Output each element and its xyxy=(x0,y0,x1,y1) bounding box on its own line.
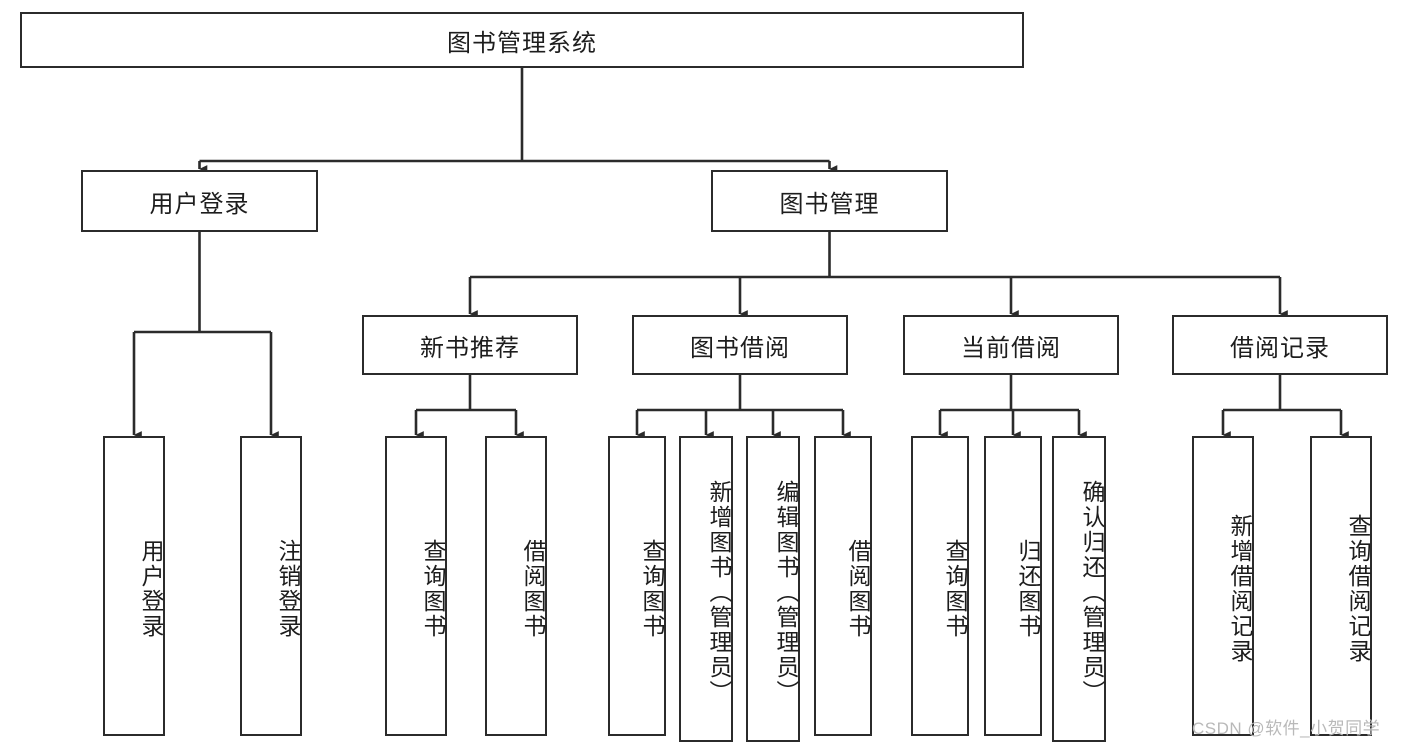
leaf-rec-query-book[interactable]: 查询图书 xyxy=(385,436,447,736)
leaf-return-book-label: 归还图书 xyxy=(1015,539,1041,639)
leaf-query-borrow-record[interactable]: 查询借阅记录 xyxy=(1310,436,1372,736)
leaf-cur-query-book[interactable]: 查询图书 xyxy=(911,436,969,736)
node-current-borrow-label: 当前借阅 xyxy=(961,334,1061,362)
node-borrow-record[interactable]: 借阅记录 xyxy=(1172,315,1388,375)
leaf-borrow-query-book-label: 查询图书 xyxy=(639,539,665,639)
leaf-query-borrow-record-label: 查询借阅记录 xyxy=(1345,514,1371,664)
leaf-add-book-admin-label: 新增图书（管理员） xyxy=(706,479,732,705)
leaf-user-login[interactable]: 用户登录 xyxy=(103,436,165,736)
leaf-borrow-book-label: 借阅图书 xyxy=(845,539,871,639)
leaf-add-borrow-record[interactable]: 新增借阅记录 xyxy=(1192,436,1254,736)
node-new-book-rec[interactable]: 新书推荐 xyxy=(362,315,578,375)
node-user-login[interactable]: 用户登录 xyxy=(81,170,318,232)
node-book-manage-label: 图书管理 xyxy=(779,190,880,218)
node-root[interactable]: 图书管理系统 xyxy=(20,12,1024,68)
node-book-borrow[interactable]: 图书借阅 xyxy=(632,315,848,375)
leaf-return-book[interactable]: 归还图书 xyxy=(984,436,1042,736)
leaf-add-borrow-record-label: 新增借阅记录 xyxy=(1227,514,1253,664)
node-book-borrow-label: 图书借阅 xyxy=(690,334,790,362)
leaf-confirm-return-admin[interactable]: 确认归还（管理员） xyxy=(1052,436,1106,742)
leaf-logout-label: 注销登录 xyxy=(275,539,301,639)
node-book-manage[interactable]: 图书管理 xyxy=(711,170,948,232)
node-current-borrow[interactable]: 当前借阅 xyxy=(903,315,1119,375)
node-borrow-record-label: 借阅记录 xyxy=(1230,334,1330,362)
leaf-edit-book-admin[interactable]: 编辑图书（管理员） xyxy=(746,436,800,742)
leaf-confirm-return-admin-label: 确认归还（管理员） xyxy=(1079,479,1105,705)
leaf-user-login-label: 用户登录 xyxy=(138,539,164,639)
leaf-cur-query-book-label: 查询图书 xyxy=(942,539,968,639)
node-root-label: 图书管理系统 xyxy=(447,29,597,57)
leaf-rec-query-book-label: 查询图书 xyxy=(420,539,446,639)
leaf-add-book-admin[interactable]: 新增图书（管理员） xyxy=(679,436,733,742)
watermark-text: CSDN @软件_小贺同学 xyxy=(1192,719,1381,738)
leaf-rec-borrow-book[interactable]: 借阅图书 xyxy=(485,436,547,736)
leaf-rec-borrow-book-label: 借阅图书 xyxy=(520,539,546,639)
leaf-edit-book-admin-label: 编辑图书（管理员） xyxy=(773,479,799,705)
leaf-borrow-book[interactable]: 借阅图书 xyxy=(814,436,872,736)
node-user-login-label: 用户登录 xyxy=(149,190,250,218)
node-new-book-rec-label: 新书推荐 xyxy=(420,334,520,362)
leaf-borrow-query-book[interactable]: 查询图书 xyxy=(608,436,666,736)
leaf-logout[interactable]: 注销登录 xyxy=(240,436,302,736)
